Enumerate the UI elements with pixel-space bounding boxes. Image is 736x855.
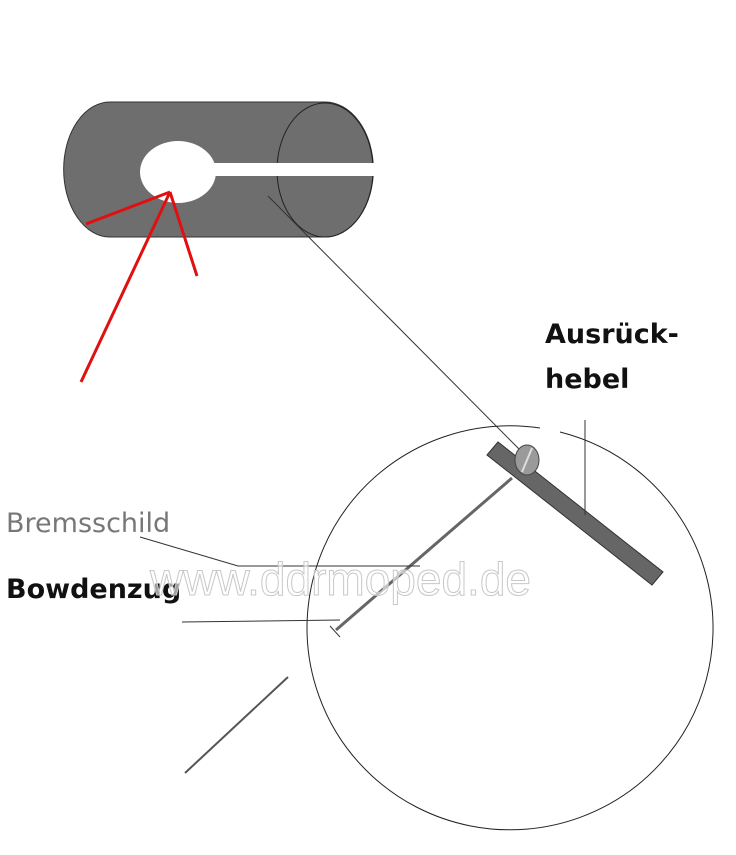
- red-pointer-lines: [79, 190, 199, 383]
- cable-leader: [181, 619, 341, 623]
- detail-circle: [306, 425, 714, 831]
- lever-label-line1: Ausrück-: [545, 319, 679, 350]
- cable-label: Bowdenzug: [6, 574, 181, 605]
- clamp-slot: [205, 163, 377, 176]
- bowden-cable-outer: [184, 676, 289, 774]
- bowden-cable: [335, 476, 513, 632]
- clamp-hole: [140, 141, 216, 203]
- brake-plate-label: Bremsschild: [6, 508, 170, 539]
- lever-label-line2: hebel: [545, 364, 629, 395]
- cable-clamp-cylinder: [63, 101, 377, 238]
- brake-plate-leader: [139, 536, 420, 567]
- detail-connector-line: [267, 195, 521, 451]
- watermark: www.ddrmoped.de: [149, 553, 531, 605]
- release-lever: [486, 441, 664, 586]
